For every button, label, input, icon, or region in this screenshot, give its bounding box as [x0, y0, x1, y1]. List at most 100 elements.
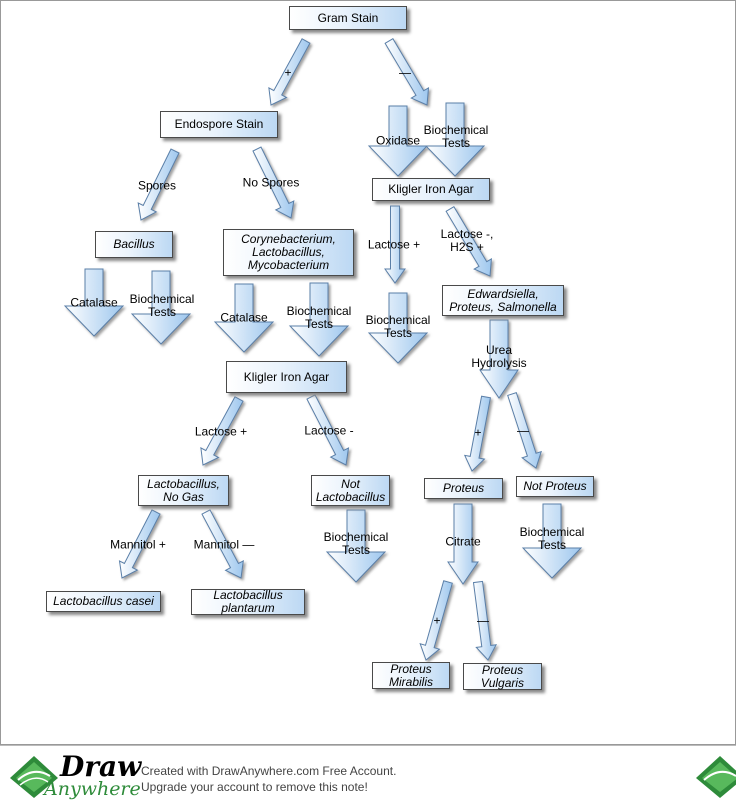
arrow-no-spores [252, 146, 295, 219]
label-urea-minus: — [517, 423, 529, 438]
node-lactobacillus-no-gas[interactable]: Lactobacillus, No Gas [138, 475, 229, 506]
node-lacto-no-gas-line-2: No Gas [163, 489, 204, 504]
node-not-lactobacillus[interactable]: Not Lactobacillus [311, 475, 390, 506]
footer-drawanywhere-link[interactable]: DrawAnywhere.com [211, 764, 320, 778]
label-urea-plus: + [474, 425, 482, 440]
node-bacillus[interactable]: Bacillus [95, 231, 173, 258]
arrow-lactose-plus-right [384, 205, 406, 284]
footer-line-1-prefix: Created with [141, 764, 212, 778]
node-kligler-gram-positive[interactable]: Kligler Iron Agar [226, 361, 347, 393]
arrow-bacillus-catalase [63, 268, 125, 337]
logo-word-anywhere: Anywhere [44, 778, 141, 800]
arrow-coryne-catalase [213, 283, 275, 353]
node-coryne-line-1: Corynebacterium, [241, 232, 336, 246]
label-lactose-plus-right: Lactose + [367, 237, 421, 252]
arrow-oxidase [367, 105, 429, 177]
label-biochemical-not-lacto-line-2: Tests [341, 543, 371, 557]
label-urea-line-1: Urea [485, 343, 512, 357]
label-biochemical-lactose-plus-line-1: Biochemical [365, 313, 431, 327]
arrow-coryne-biochemical [288, 282, 350, 357]
label-urea-line-2: Hydrolysis [471, 356, 527, 370]
node-kligler-gram-negative-text: Kligler Iron Agar [388, 182, 474, 196]
node-endospore-stain[interactable]: Endospore Stain [160, 111, 278, 138]
label-lactose-minus-left: Lactose - [304, 423, 354, 438]
arrow-lactose-plus-left [200, 396, 244, 466]
label-biochemical-not-lacto: Biochemical Tests [324, 531, 389, 557]
label-lactose-minus-h2s: Lactose -, H2S + [441, 228, 494, 254]
footer-line-1-suffix: Free Account. [319, 764, 397, 778]
leaf-icon-secondary [696, 756, 736, 798]
arrow-mannitol-minus [201, 509, 244, 579]
label-biochemical-coryne-line-1: Biochemical [286, 304, 352, 318]
label-lactose-minus-h2s-line-1: Lactose -, [440, 227, 494, 241]
node-gram-stain[interactable]: Gram Stain [289, 6, 407, 30]
arrow-mannitol-plus [118, 509, 161, 579]
drawanywhere-logo[interactable]: Draw Anywhere [8, 750, 141, 802]
label-biochemical-bacillus-line-2: Tests [147, 305, 177, 319]
leaf-icon [10, 756, 58, 798]
arrow-citrate-plus [419, 580, 453, 661]
node-not-proteus-text: Not Proteus [523, 479, 587, 493]
label-biochemical-gram-neg-line-2: Tests [441, 136, 471, 150]
node-edwardsiella-proteus-salmonella[interactable]: Edwardsiella, Proteus, Salmonella [442, 285, 564, 316]
label-citrate: Citrate [445, 534, 481, 549]
node-proteus-mirabilis[interactable]: Proteus Mirabilis [372, 662, 450, 689]
label-biochemical-bacillus: Biochemical Tests [130, 293, 195, 319]
label-biochemical-coryne: Biochemical Tests [287, 305, 352, 331]
arrow-gram-negative [384, 38, 430, 106]
node-proteus-text: Proteus [442, 481, 485, 495]
node-proteus-vulgaris-line-2: Vulgaris [480, 675, 525, 690]
node-kligler-gram-positive-text: Kligler Iron Agar [243, 369, 330, 384]
label-gram-positive: + [284, 65, 292, 80]
node-lactobacillus-plantarum[interactable]: Lactobacillus plantarum [191, 589, 305, 615]
node-edwards-line-2: Proteus, Salmonella [449, 299, 557, 314]
node-not-proteus[interactable]: Not Proteus [516, 476, 594, 497]
label-biochemical-not-proteus-line-1: Biochemical [519, 525, 585, 539]
node-endospore-stain-text: Endospore Stain [174, 117, 264, 131]
arrow-spores [137, 148, 180, 221]
arrow-urea-hydrolysis [479, 319, 519, 399]
label-gram-negative: — [399, 65, 411, 80]
node-gram-stain-text: Gram Stain [317, 10, 379, 25]
label-urea-hydrolysis: Urea Hydrolysis [471, 344, 526, 370]
label-biochemical-not-proteus: Biochemical Tests [520, 526, 585, 552]
node-not-lacto-line-1: Not [341, 476, 360, 491]
diagram-canvas: Gram Stain Endospore Stain Bacillus Cory… [0, 0, 736, 745]
label-biochemical-gram-neg-line-1: Biochemical [423, 123, 489, 137]
label-biochemical-bacillus-line-1: Biochemical [129, 292, 195, 306]
label-mannitol-plus: Mannitol + [110, 537, 166, 552]
arrow-not-proteus-biochemical [521, 503, 583, 579]
label-citrate-minus: — [477, 613, 489, 628]
arrow-not-lacto-biochemical [325, 509, 387, 583]
label-catalase-coryne: Catalase [220, 310, 268, 325]
arrow-citrate [447, 503, 479, 585]
node-coryne-line-2: Lactobacillus, [252, 245, 325, 259]
label-biochemical-lactose-plus-line-2: Tests [383, 326, 413, 340]
node-lacto-no-gas-line-1: Lactobacillus, [147, 476, 220, 491]
node-coryne-lacto-myco[interactable]: Corynebacterium, Lactobacillus, Mycobact… [223, 229, 354, 276]
footer-line-1: Created with DrawAnywhere.com Free Accou… [141, 764, 396, 778]
node-lactobacillus-casei[interactable]: Lactobacillus casei [46, 591, 161, 612]
logo-word-draw: Draw [60, 750, 142, 783]
label-biochemical-lactose-plus: Biochemical Tests [366, 314, 431, 340]
label-lactose-plus-left: Lactose + [194, 424, 248, 439]
arrow-gram-positive [268, 38, 311, 106]
flowchart-arrows [63, 38, 583, 661]
label-mannitol-minus: Mannitol — [193, 537, 255, 552]
label-biochemical-coryne-line-2: Tests [304, 317, 334, 331]
arrow-citrate-minus [472, 580, 497, 661]
arrow-urea-plus [463, 395, 491, 472]
node-not-lacto-line-2: Lactobacillus [315, 489, 386, 504]
node-lacto-casei-text: Lactobacillus casei [53, 594, 154, 608]
node-proteus-vulgaris[interactable]: Proteus Vulgaris [463, 663, 542, 690]
node-proteus[interactable]: Proteus [424, 478, 503, 499]
node-proteus-mirabilis-line-2: Mirabilis [388, 674, 433, 689]
arrow-lactose-plus-biochemical [367, 292, 429, 364]
node-kligler-gram-negative[interactable]: Kligler Iron Agar [372, 178, 490, 201]
node-lacto-plantarum-line-2: plantarum [221, 601, 275, 615]
label-spores: Spores [137, 178, 177, 193]
label-biochemical-gram-neg: Biochemical Tests [424, 124, 489, 150]
label-no-spores: No Spores [242, 175, 300, 190]
node-edwards-line-1: Edwardsiella, [467, 286, 539, 301]
arrow-bacillus-biochemical [130, 270, 192, 345]
